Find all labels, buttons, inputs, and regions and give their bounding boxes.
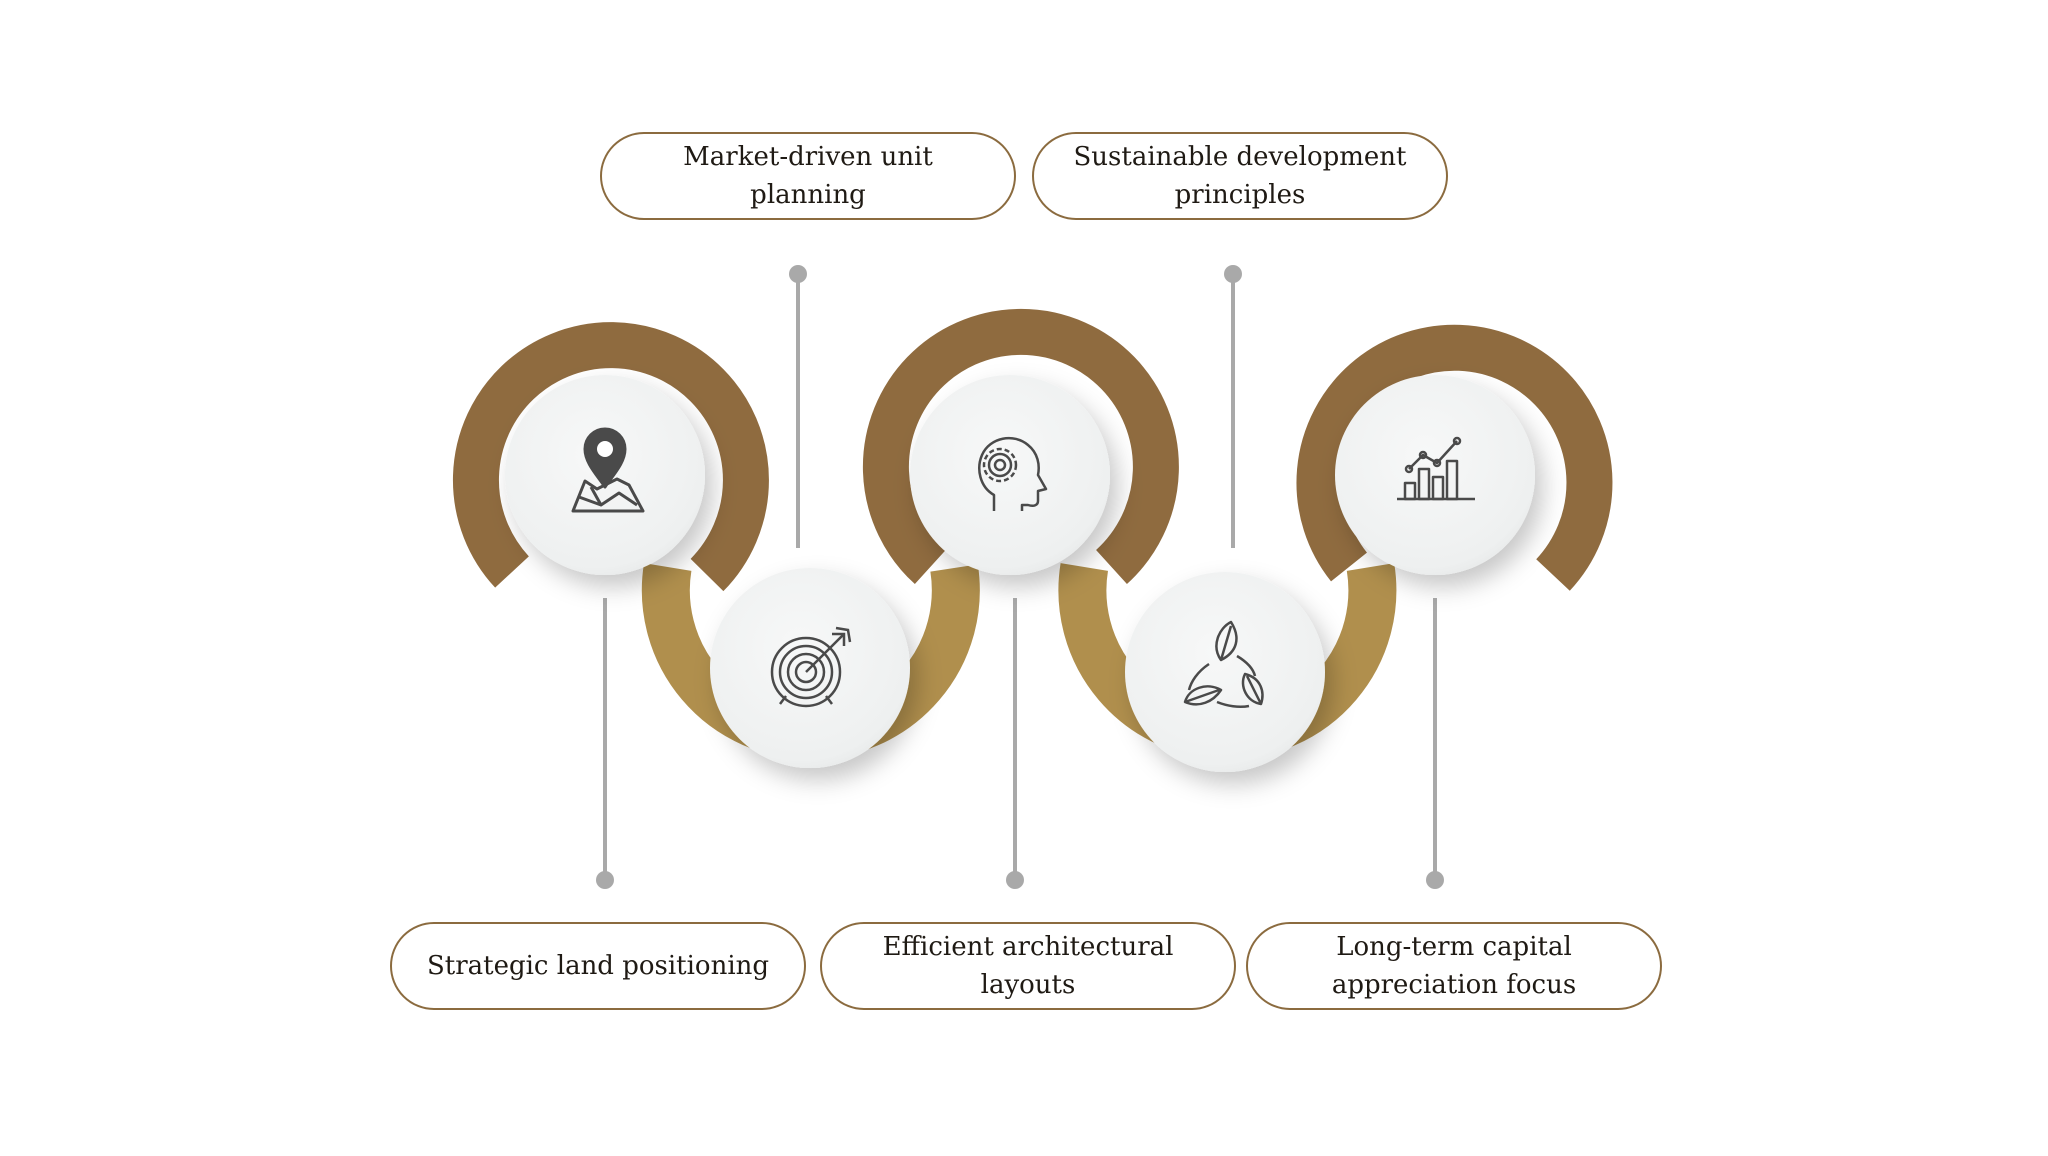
step-circle-4 xyxy=(1125,572,1325,772)
step-label-1: Strategic land positioning xyxy=(390,922,806,1010)
step-label-3-text: Efficient architectural layouts xyxy=(882,932,1174,1000)
connector-dot-5 xyxy=(1426,871,1444,889)
ring-upper-3 xyxy=(1296,324,1613,591)
connectors xyxy=(603,274,1437,880)
target-icon xyxy=(770,626,852,708)
step-label-4: Sustainable development principles xyxy=(1032,132,1448,220)
step-label-5: Long-term capital appreciation focus xyxy=(1246,922,1662,1010)
connector-dot-3 xyxy=(1006,871,1024,889)
ring-upper-1 xyxy=(452,322,769,592)
step-label-4-text: Sustainable development principles xyxy=(1073,142,1407,210)
step-circle-3 xyxy=(910,375,1110,575)
growth-chart-icon xyxy=(1397,436,1475,501)
head-gear-icon xyxy=(978,436,1048,511)
step-circle-5 xyxy=(1335,375,1535,575)
step-label-2-text: Market-driven unit planning xyxy=(683,142,933,210)
step-label-5-text: Long-term capital appreciation focus xyxy=(1331,932,1577,1000)
connector-dots xyxy=(596,265,1444,889)
connector-dot-1 xyxy=(596,871,614,889)
recycle-leaves-icon xyxy=(1183,620,1264,709)
connector-dot-4 xyxy=(1224,265,1242,283)
ring-upper-2 xyxy=(862,308,1179,585)
step-label-1-text: Strategic land positioning xyxy=(426,951,770,981)
map-pin-icon xyxy=(571,427,645,513)
step-label-2: Market-driven unit planning xyxy=(600,132,1016,220)
connector-dot-2 xyxy=(789,265,807,283)
step-label-3: Efficient architectural layouts xyxy=(820,922,1236,1010)
